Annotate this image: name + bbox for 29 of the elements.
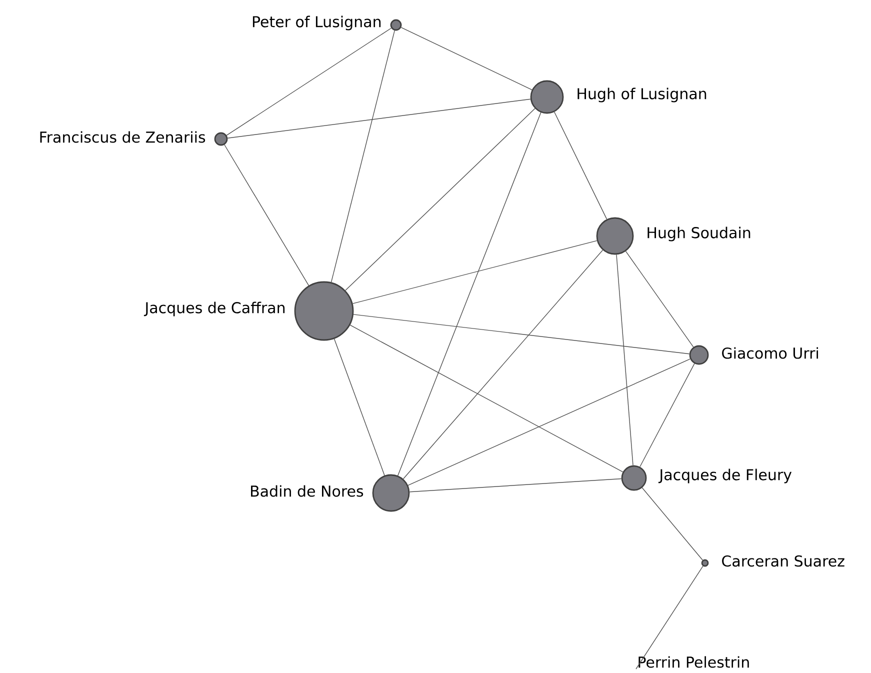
node-label: Hugh Soudain bbox=[648, 226, 750, 242]
node-label: Jacques de Caffran bbox=[144, 302, 285, 316]
edge-line bbox=[224, 144, 310, 286]
edge-line bbox=[640, 363, 695, 468]
edge-line bbox=[334, 338, 385, 476]
edge-line bbox=[408, 358, 690, 486]
edge-line bbox=[554, 112, 608, 220]
edge-line bbox=[636, 566, 704, 670]
edge-line bbox=[616, 254, 634, 466]
edge-line bbox=[226, 28, 392, 136]
edge-line bbox=[350, 324, 624, 472]
edge-line bbox=[400, 27, 532, 90]
edge-line bbox=[398, 112, 542, 476]
edge-line bbox=[402, 250, 604, 480]
edge-line bbox=[625, 250, 694, 348]
node-label: Carceran Suarez bbox=[722, 555, 844, 567]
node-label: Badin de Nores bbox=[251, 485, 364, 497]
edge-line bbox=[642, 487, 703, 560]
edge-line bbox=[227, 98, 531, 138]
node-label: Giacomo Urri bbox=[722, 347, 818, 359]
edge-line bbox=[409, 478, 622, 492]
edge-line bbox=[352, 240, 598, 304]
node-label: Franciscus de Zenariis bbox=[40, 131, 206, 143]
edge-line bbox=[330, 30, 395, 283]
edge-line bbox=[345, 108, 536, 291]
node-label: Peter of Lusignan bbox=[252, 16, 381, 30]
edge-line bbox=[353, 314, 690, 354]
node-label: Hugh of Lusignan bbox=[578, 88, 706, 102]
node-label: Jacques de Fleury bbox=[658, 468, 792, 484]
